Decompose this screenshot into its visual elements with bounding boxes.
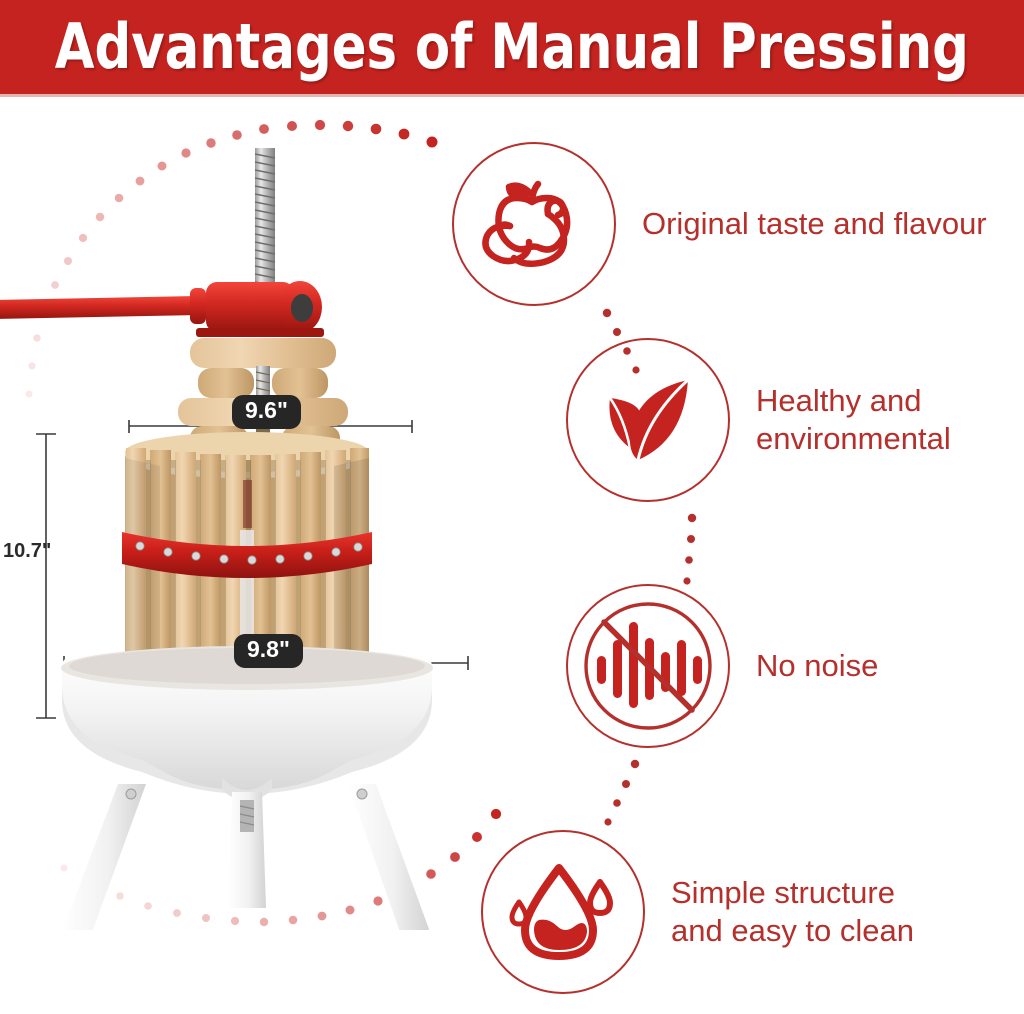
feature-original-taste: Original taste and flavour [452, 142, 987, 306]
feature-circle-original-taste [452, 142, 616, 306]
white-juice-pan [61, 646, 433, 801]
no-noise-icon [584, 602, 712, 730]
dimension-badge-basket: 9.8" [234, 634, 303, 668]
header-underline-divider [0, 94, 1024, 97]
product-image-manual-fruit-press [0, 148, 469, 930]
page-title: Advantages of Manual Pressing [54, 10, 970, 83]
feature-label-healthy: Healthy and environmental [756, 383, 951, 456]
feature-circle-simple-structure [481, 830, 645, 994]
feature-label-no-noise: No noise [756, 648, 879, 684]
feature-label-original-taste: Original taste and flavour [642, 206, 987, 242]
feature-simple-structure: Simple structure and easy to clean [481, 830, 914, 994]
fruit-icon [482, 180, 571, 268]
feature-circle-no-noise [566, 584, 730, 748]
header-banner: Advantages of Manual Pressing [0, 0, 1024, 94]
red-metal-band-upper [122, 532, 372, 578]
feature-circle-healthy [566, 338, 730, 502]
red-handle-assembly [0, 281, 324, 337]
feature-no-noise: No noise [566, 584, 878, 748]
dimension-badge-top-plate: 9.6" [232, 395, 301, 429]
dimension-height-label: 10.7" [3, 540, 52, 562]
feature-healthy-environmental: Healthy and environmental [566, 338, 951, 502]
water-drop-icon [509, 864, 613, 960]
white-tripod-legs [62, 784, 430, 930]
leaves-icon [608, 378, 690, 461]
feature-label-simple-structure: Simple structure and easy to clean [671, 875, 915, 948]
threaded-screw-rod [254, 148, 276, 303]
